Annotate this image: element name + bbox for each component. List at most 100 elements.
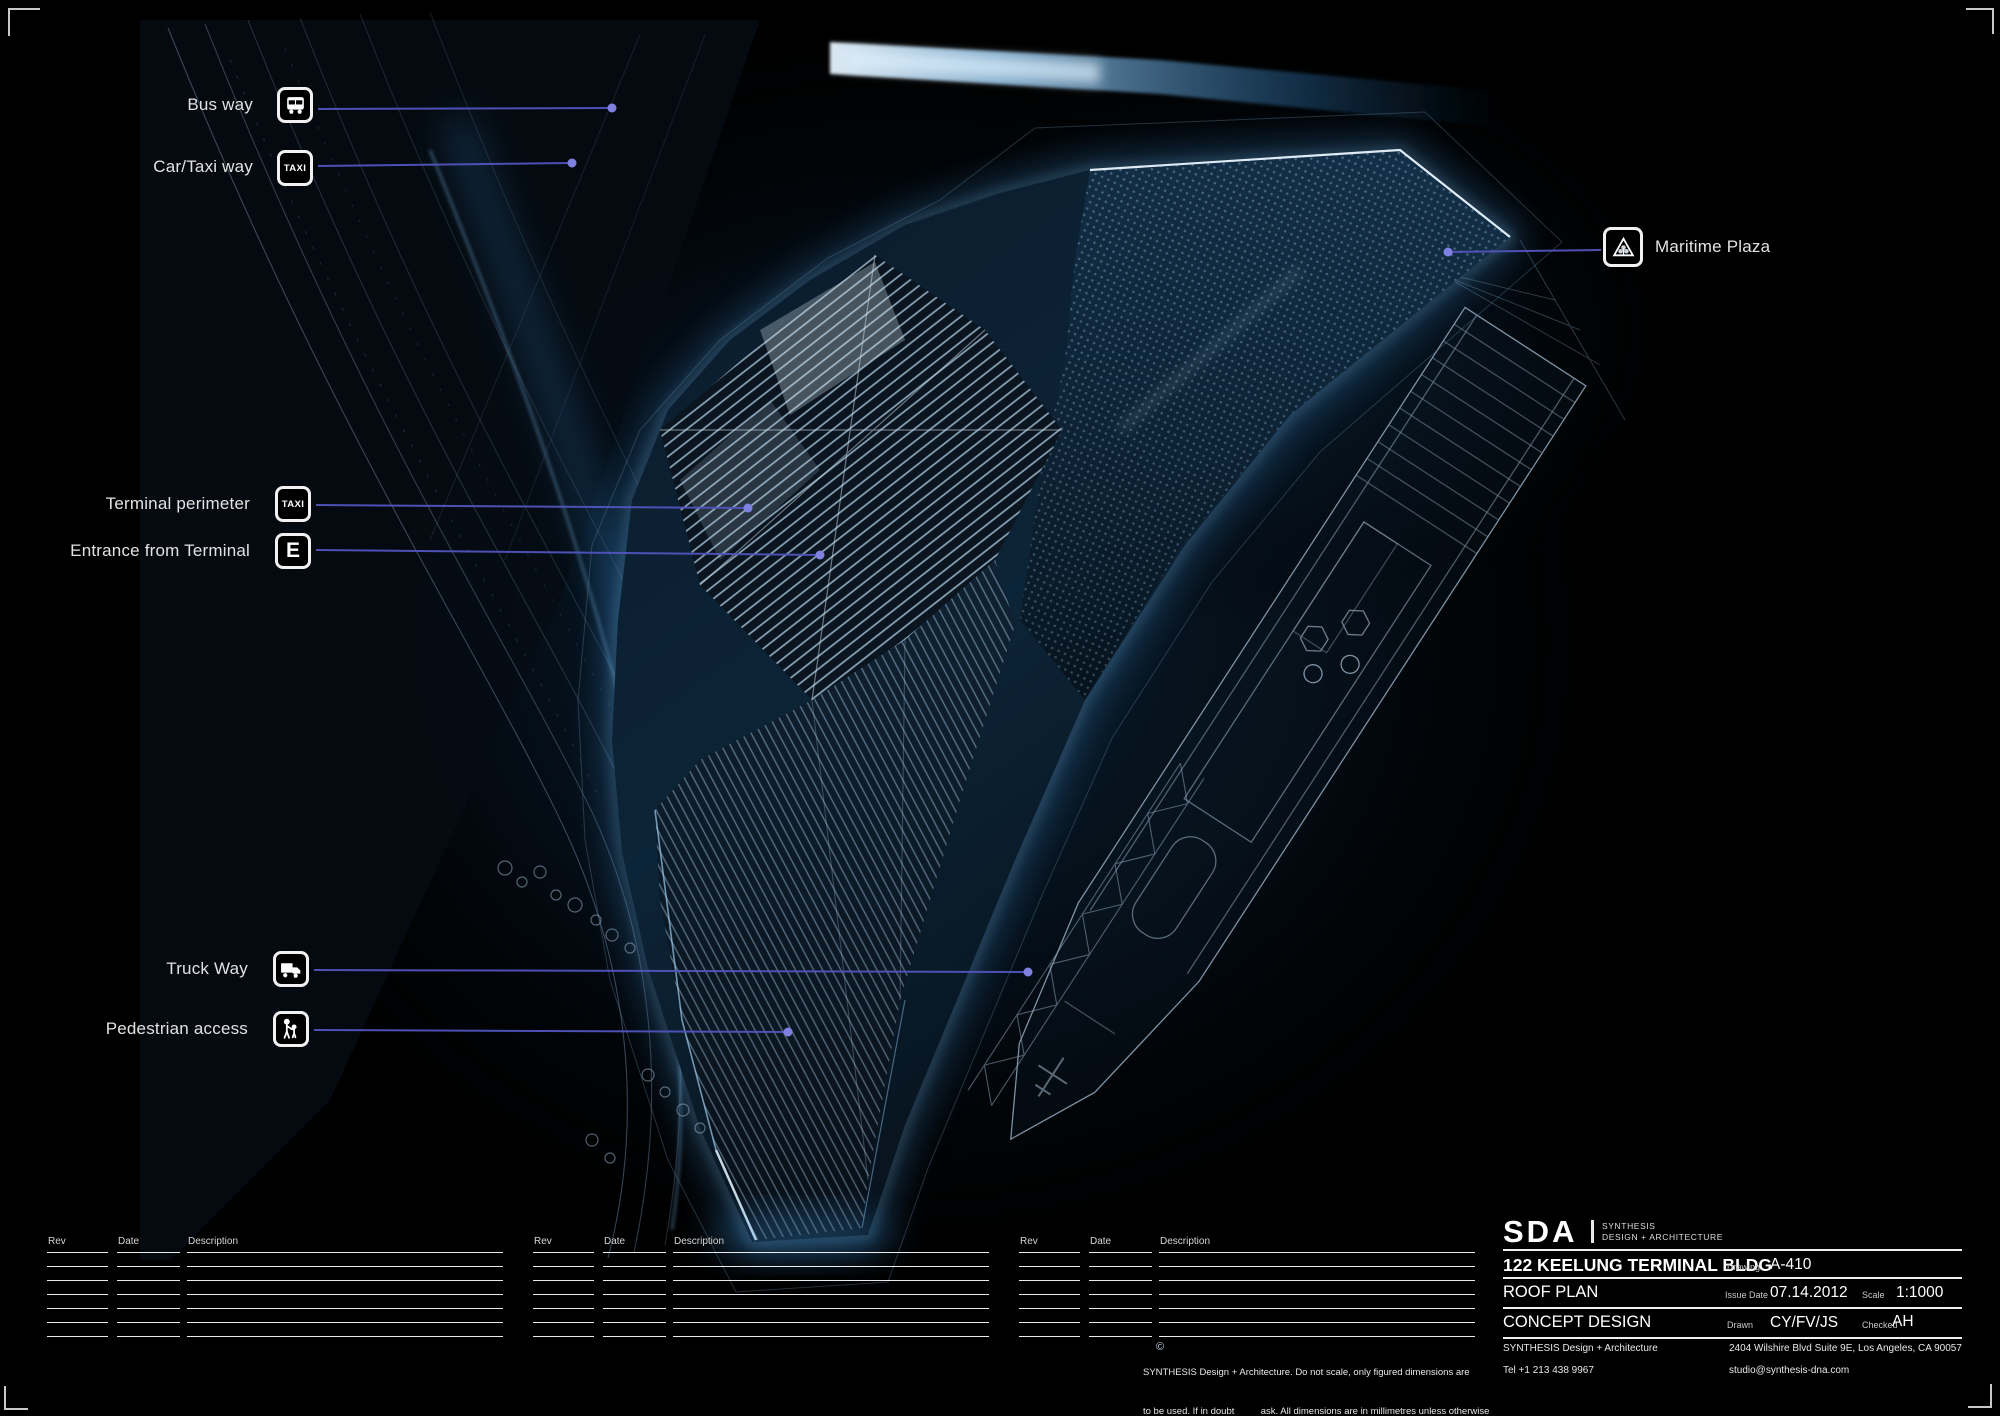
drawing-number: A-410 <box>1770 1256 1812 1273</box>
rev-cell-line <box>1019 1266 1080 1267</box>
description-column-header: Description <box>1160 1236 1211 1247</box>
rev-cell-line <box>533 1266 594 1267</box>
rev-cell-line <box>533 1280 594 1281</box>
date-cell-line <box>603 1308 666 1309</box>
revision-table-rows <box>531 1239 989 1337</box>
rev-cell-line <box>47 1266 108 1267</box>
firm-name: SYNTHESIS Design + Architecture <box>1503 1343 1658 1354</box>
description-cell-line <box>187 1280 503 1281</box>
description-cell-line <box>187 1294 503 1295</box>
date-cell-line <box>117 1294 180 1295</box>
revision-table-row <box>1017 1239 1475 1253</box>
description-cell-line <box>1159 1294 1475 1295</box>
description-cell-line <box>187 1336 503 1337</box>
firm-address: 2404 Wilshire Blvd Suite 9E, Los Angeles… <box>1729 1343 1962 1354</box>
rev-cell-line <box>47 1252 108 1253</box>
title-block-rule <box>1503 1277 1962 1279</box>
rev-cell-line <box>1019 1252 1080 1253</box>
title-block-rule <box>1503 1307 1962 1309</box>
revision-table-row <box>1017 1295 1475 1309</box>
revision-table-rows <box>45 1239 503 1337</box>
date-cell-line <box>117 1252 180 1253</box>
revision-table-2: Rev Date Description <box>531 1236 989 1346</box>
revision-table-row <box>1017 1323 1475 1337</box>
rev-cell-line <box>533 1336 594 1337</box>
date-cell-line <box>117 1322 180 1323</box>
date-column-header: Date <box>118 1236 140 1247</box>
date-cell-line <box>117 1308 180 1309</box>
rev-cell-line <box>533 1252 594 1253</box>
rev-cell-line <box>1019 1294 1080 1295</box>
rev-cell-line <box>1019 1308 1080 1309</box>
date-cell-line <box>603 1322 666 1323</box>
date-cell-line <box>1089 1266 1152 1267</box>
description-cell-line <box>187 1308 503 1309</box>
revision-table-row <box>531 1239 989 1253</box>
callout-label-pedestrian-access: Pedestrian access <box>105 1019 248 1038</box>
revision-table-row <box>1017 1253 1475 1267</box>
disclaimer-line: to be used. If in doubt ask. All dimensi… <box>1143 1406 1490 1416</box>
description-cell-line <box>1159 1336 1475 1337</box>
pedestrian-icon <box>273 1011 309 1047</box>
description-column-header: Description <box>188 1236 239 1247</box>
description-cell-line <box>1159 1322 1475 1323</box>
revision-table-row <box>531 1323 989 1337</box>
callout-label-truck-way: Truck Way <box>166 959 248 978</box>
scale-label: Scale <box>1862 1290 1885 1300</box>
callout-label-entrance-from-terminal: Entrance from Terminal <box>70 541 250 560</box>
description-cell-line <box>1159 1280 1475 1281</box>
checked-value: AH <box>1892 1313 1914 1330</box>
disclaimer-line: SYNTHESIS Design + Architecture. Do not … <box>1143 1367 1470 1378</box>
rev-column-header: Rev <box>1020 1236 1038 1247</box>
callout-label-car-taxi-way: Car/Taxi way <box>153 157 253 176</box>
taxi-icon: TAXI <box>277 150 313 186</box>
rev-cell-line <box>533 1322 594 1323</box>
revision-table-rows <box>1017 1239 1475 1337</box>
date-cell-line <box>1089 1280 1152 1281</box>
date-cell-line <box>603 1280 666 1281</box>
revision-table-row <box>1017 1309 1475 1323</box>
date-cell-line <box>603 1294 666 1295</box>
description-cell-line <box>673 1336 989 1337</box>
rev-column-header: Rev <box>534 1236 552 1247</box>
disclaimer-text: SYNTHESIS Design + Architecture. Do not … <box>1143 1340 1490 1416</box>
description-cell-line <box>187 1266 503 1267</box>
logo-subtitle-2: DESIGN + ARCHITECTURE <box>1602 1232 1723 1242</box>
rev-cell-line <box>1019 1336 1080 1337</box>
description-column-header: Description <box>674 1236 725 1247</box>
date-cell-line <box>117 1266 180 1267</box>
description-cell-line <box>673 1280 989 1281</box>
revision-table-row <box>531 1309 989 1323</box>
taxi-icon: TAXI <box>275 486 311 522</box>
description-cell-line <box>673 1322 989 1323</box>
description-cell-line <box>187 1322 503 1323</box>
date-cell-line <box>1089 1336 1152 1337</box>
revision-table-row <box>531 1281 989 1295</box>
rev-cell-line <box>533 1308 594 1309</box>
date-cell-line <box>117 1280 180 1281</box>
rev-cell-line <box>47 1336 108 1337</box>
callout-label-terminal-perimeter: Terminal perimeter <box>105 494 250 513</box>
revision-table-1: Rev Date Description <box>45 1236 503 1346</box>
project-title: 122 KEELUNG TERMINAL BLDG <box>1503 1255 1773 1275</box>
entrance-e-icon-text: E <box>285 539 300 562</box>
date-cell-line <box>1089 1322 1152 1323</box>
date-column-header: Date <box>604 1236 626 1247</box>
revision-table-row <box>45 1239 503 1253</box>
firm-email: studio@synthesis-dna.com <box>1729 1365 1850 1376</box>
revision-table-row <box>45 1281 503 1295</box>
plaza-tree-icon <box>1603 227 1643 267</box>
issue-date-label: Issue Date <box>1725 1290 1769 1300</box>
revision-table-row <box>45 1309 503 1323</box>
rev-cell-line <box>1019 1322 1080 1323</box>
entrance-e-icon: E <box>275 533 311 569</box>
phase-title: CONCEPT DESIGN <box>1503 1313 1652 1331</box>
description-cell-line <box>673 1294 989 1295</box>
date-cell-line <box>603 1336 666 1337</box>
description-cell-line <box>187 1252 503 1253</box>
drawing-label: Drawing <box>1727 1262 1761 1272</box>
date-cell-line <box>1089 1252 1152 1253</box>
revision-table-row <box>45 1323 503 1337</box>
